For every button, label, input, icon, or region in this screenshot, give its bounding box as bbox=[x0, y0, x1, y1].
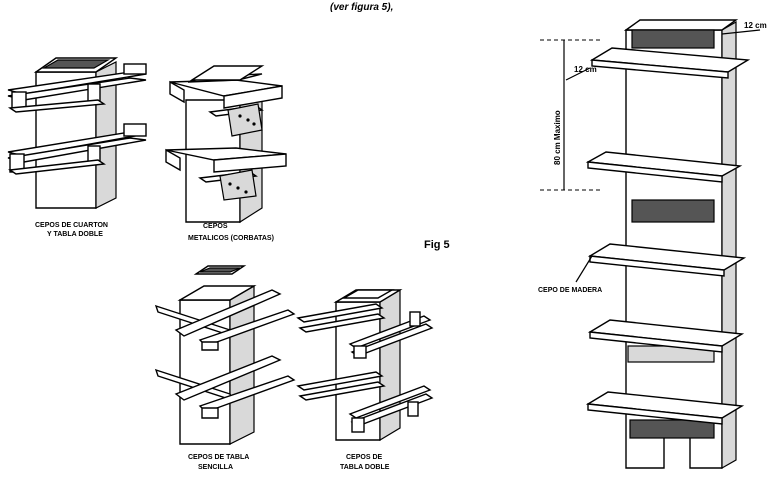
dim-width-side: 12 cm bbox=[574, 65, 597, 74]
tall-column-cepo-madera bbox=[540, 19, 761, 470]
dim-width-top: 12 cm bbox=[744, 21, 767, 30]
caption-sencilla-line2: SENCILLA bbox=[198, 464, 233, 471]
caption-doble-line2: TABLA DOBLE bbox=[340, 464, 390, 471]
caption-cuarton-line2: Y TABLA DOBLE bbox=[47, 231, 103, 238]
dim-spacing: 80 cm Maximo bbox=[553, 110, 562, 165]
column-cepos-metalicos bbox=[165, 65, 287, 224]
caption-cepo-madera: CEPO DE MADERA bbox=[538, 287, 602, 294]
top-note: (ver figura 5), bbox=[330, 2, 393, 13]
caption-doble-line1: CEPOS DE bbox=[346, 454, 383, 461]
caption-cuarton-line1: CEPOS DE CUARTON bbox=[35, 222, 108, 229]
column-cuarton-tabla-doble bbox=[7, 57, 147, 209]
figure-label: Fig 5 bbox=[424, 239, 450, 251]
caption-sencilla-line1: CEPOS DE TABLA bbox=[188, 454, 249, 461]
column-tabla-sencilla bbox=[154, 265, 296, 445]
caption-metalicos-line1: CEPOS bbox=[203, 223, 228, 230]
caption-metalicos-line2: METALICOS (CORBATAS) bbox=[188, 235, 274, 242]
column-tabla-doble bbox=[296, 288, 434, 442]
